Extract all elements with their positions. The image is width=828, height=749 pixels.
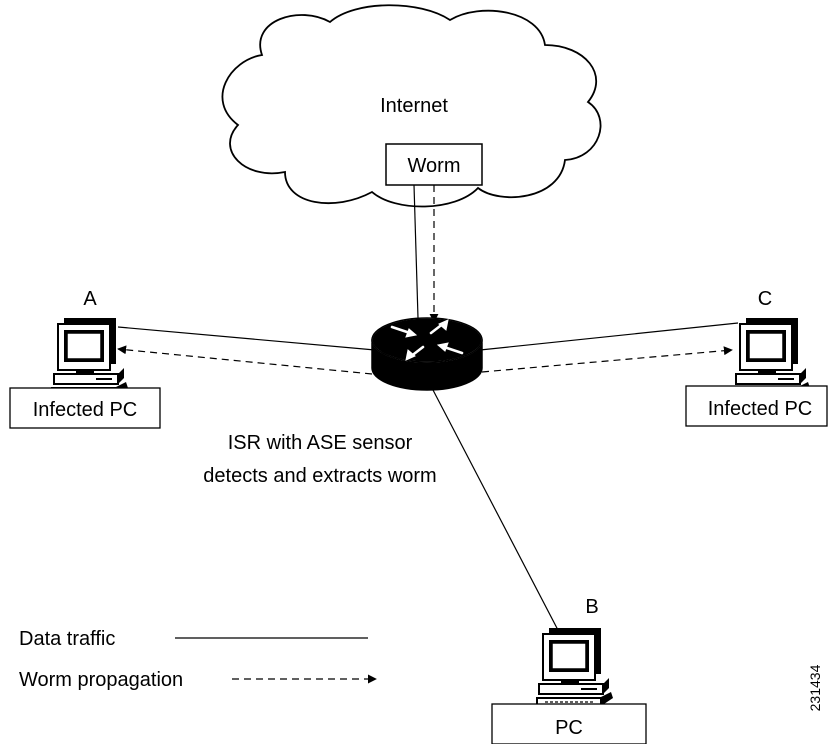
pc-c-label: Infected PC bbox=[708, 398, 813, 420]
worm-path-to-c bbox=[481, 346, 733, 373]
internet-cloud bbox=[221, 4, 602, 208]
link-router-b bbox=[432, 389, 573, 658]
link-router-c bbox=[479, 322, 739, 351]
link-internet-router bbox=[413, 184, 419, 319]
internet-label: Internet bbox=[380, 95, 448, 117]
pc-c-box bbox=[685, 385, 828, 427]
pc-b-letter: B bbox=[585, 596, 598, 618]
pc-c-letter: C bbox=[758, 288, 772, 310]
pc-a-label: Infected PC bbox=[33, 399, 138, 421]
legend-data-traffic-label: Data traffic bbox=[19, 628, 115, 650]
worm-label: Worm bbox=[408, 155, 461, 177]
worm-box bbox=[385, 143, 483, 186]
link-a-router bbox=[117, 326, 376, 351]
router-icon bbox=[371, 317, 483, 391]
legend-worm-propagation-label: Worm propagation bbox=[19, 669, 183, 691]
pc-b-box bbox=[491, 703, 647, 745]
pc-a-box bbox=[9, 387, 161, 429]
pc-a-letter: A bbox=[83, 288, 97, 310]
computer-a-icon bbox=[51, 317, 129, 397]
worm-path-to-a bbox=[117, 345, 373, 375]
figure-id: 231434 bbox=[807, 664, 823, 711]
pc-b-label: PC bbox=[555, 717, 583, 739]
computer-b-icon bbox=[536, 627, 614, 707]
computer-c-icon bbox=[733, 317, 811, 397]
router-caption-line2: detects and extracts worm bbox=[203, 465, 436, 487]
router-caption-line1: ISR with ASE sensor bbox=[228, 432, 413, 454]
